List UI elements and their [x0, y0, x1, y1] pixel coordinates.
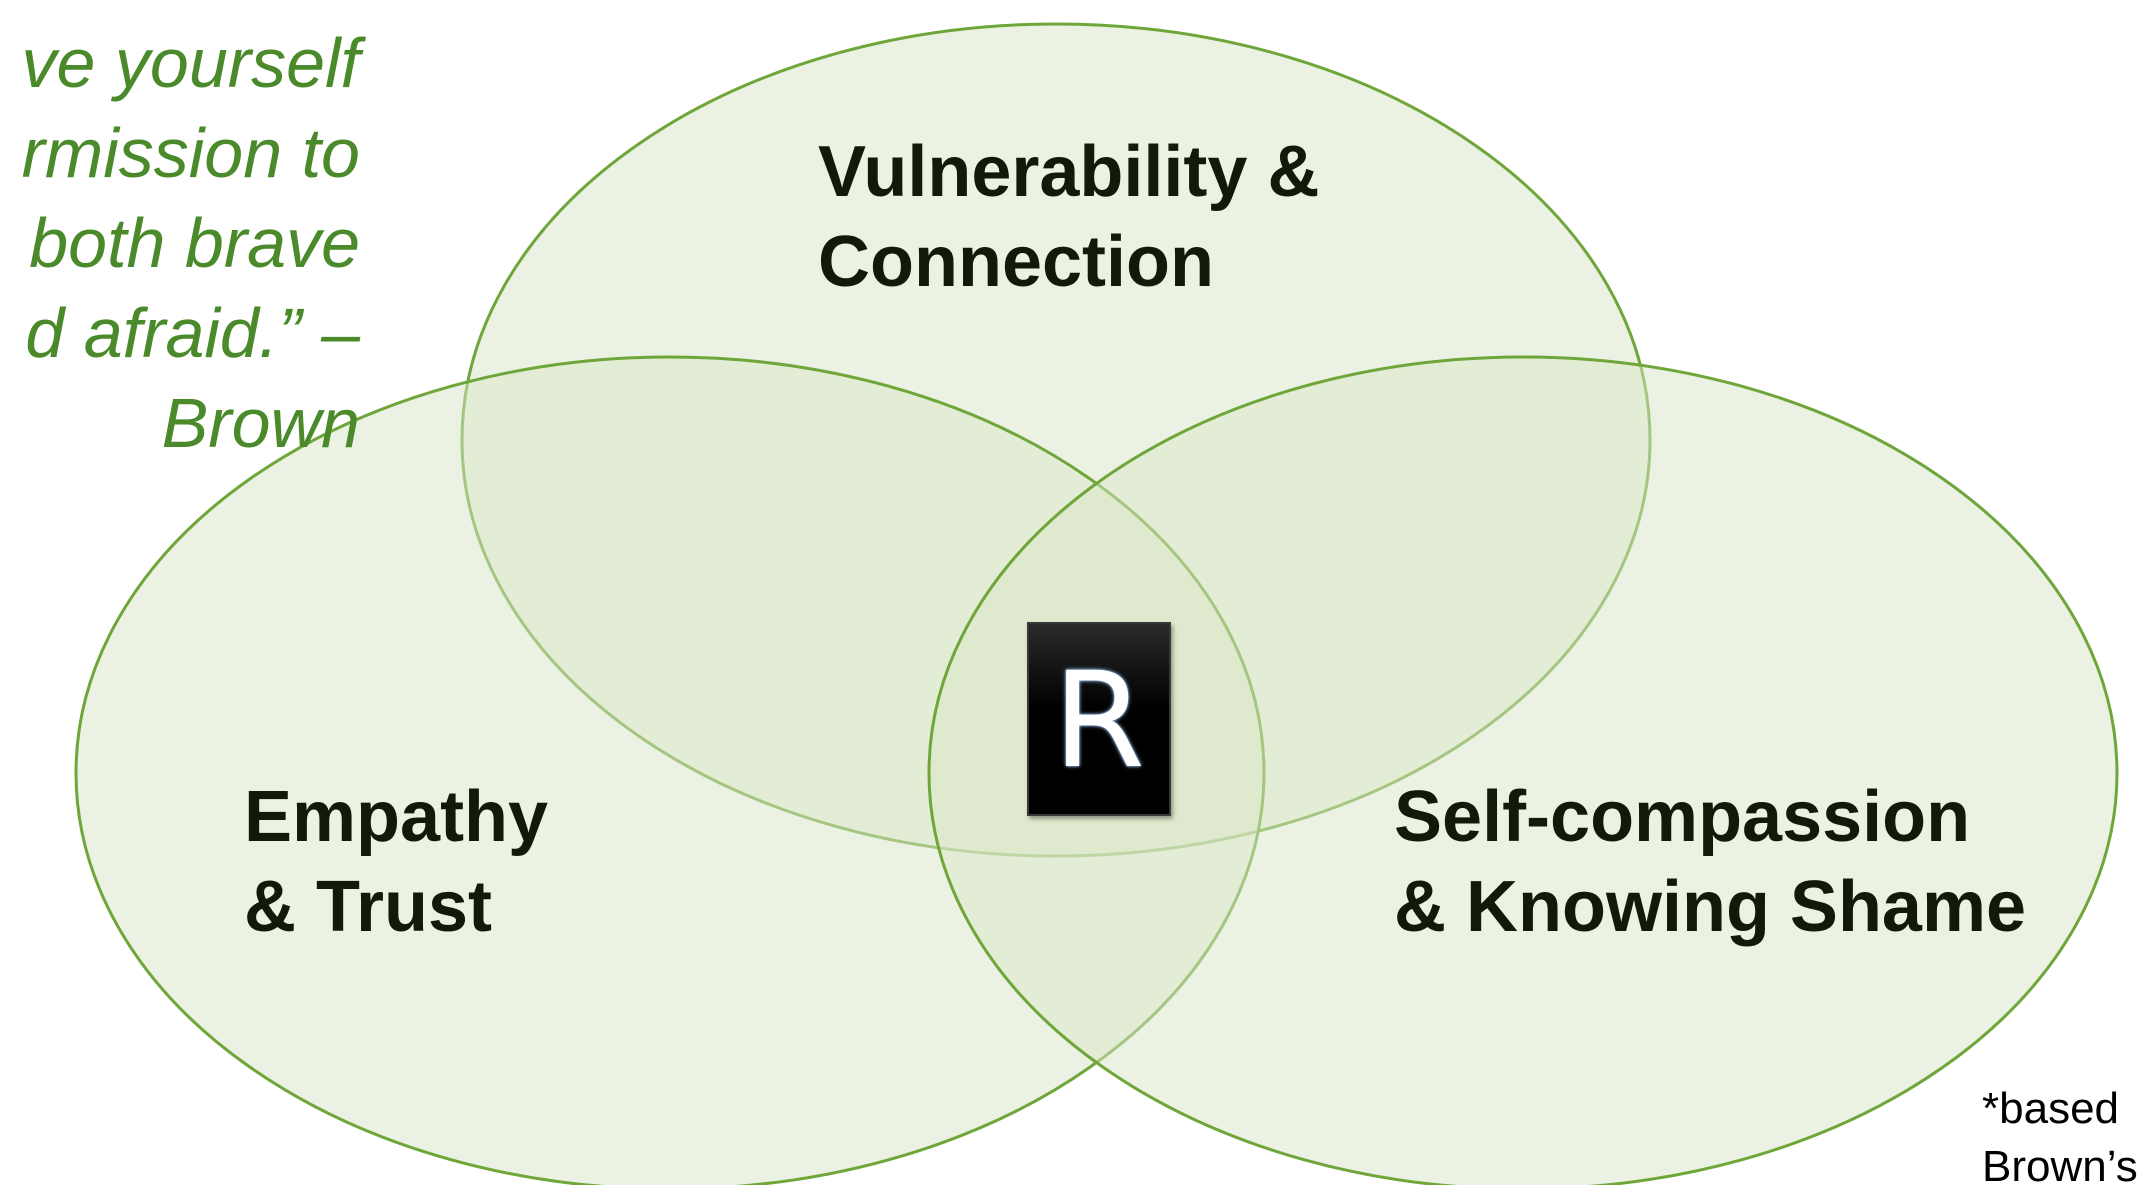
- label-line: Empathy: [244, 777, 549, 857]
- badge-letter: R: [1053, 644, 1145, 798]
- circle-label-vulnerability: Vulnerability & Connection: [818, 127, 1319, 307]
- footnote: *based Brown’s: [1982, 1080, 2138, 1185]
- quote-text: ve yourself rmission to both brave d afr…: [0, 18, 360, 468]
- quote-line: d afraid.” –: [25, 294, 360, 372]
- venn-circle-right: [927, 355, 2119, 1185]
- label-line: & Knowing Shame: [1394, 867, 2027, 947]
- label-line: Self-compassion: [1394, 777, 1971, 857]
- quote-line: Brown: [161, 384, 360, 462]
- quote-line: ve yourself: [21, 24, 360, 102]
- circle-label-self-compassion: Self-compassion & Knowing Shame: [1394, 772, 2026, 952]
- center-r-badge-icon: R: [1027, 622, 1171, 816]
- label-line: Vulnerability &: [818, 132, 1320, 212]
- footnote-line: Brown’s: [1982, 1142, 2138, 1185]
- label-line: Connection: [818, 222, 1214, 302]
- circle-label-empathy: Empathy & Trust: [244, 772, 548, 952]
- quote-line: both brave: [29, 204, 360, 282]
- footnote-line: *based: [1982, 1084, 2120, 1133]
- quote-line: rmission to: [21, 114, 360, 192]
- label-line: & Trust: [244, 867, 493, 947]
